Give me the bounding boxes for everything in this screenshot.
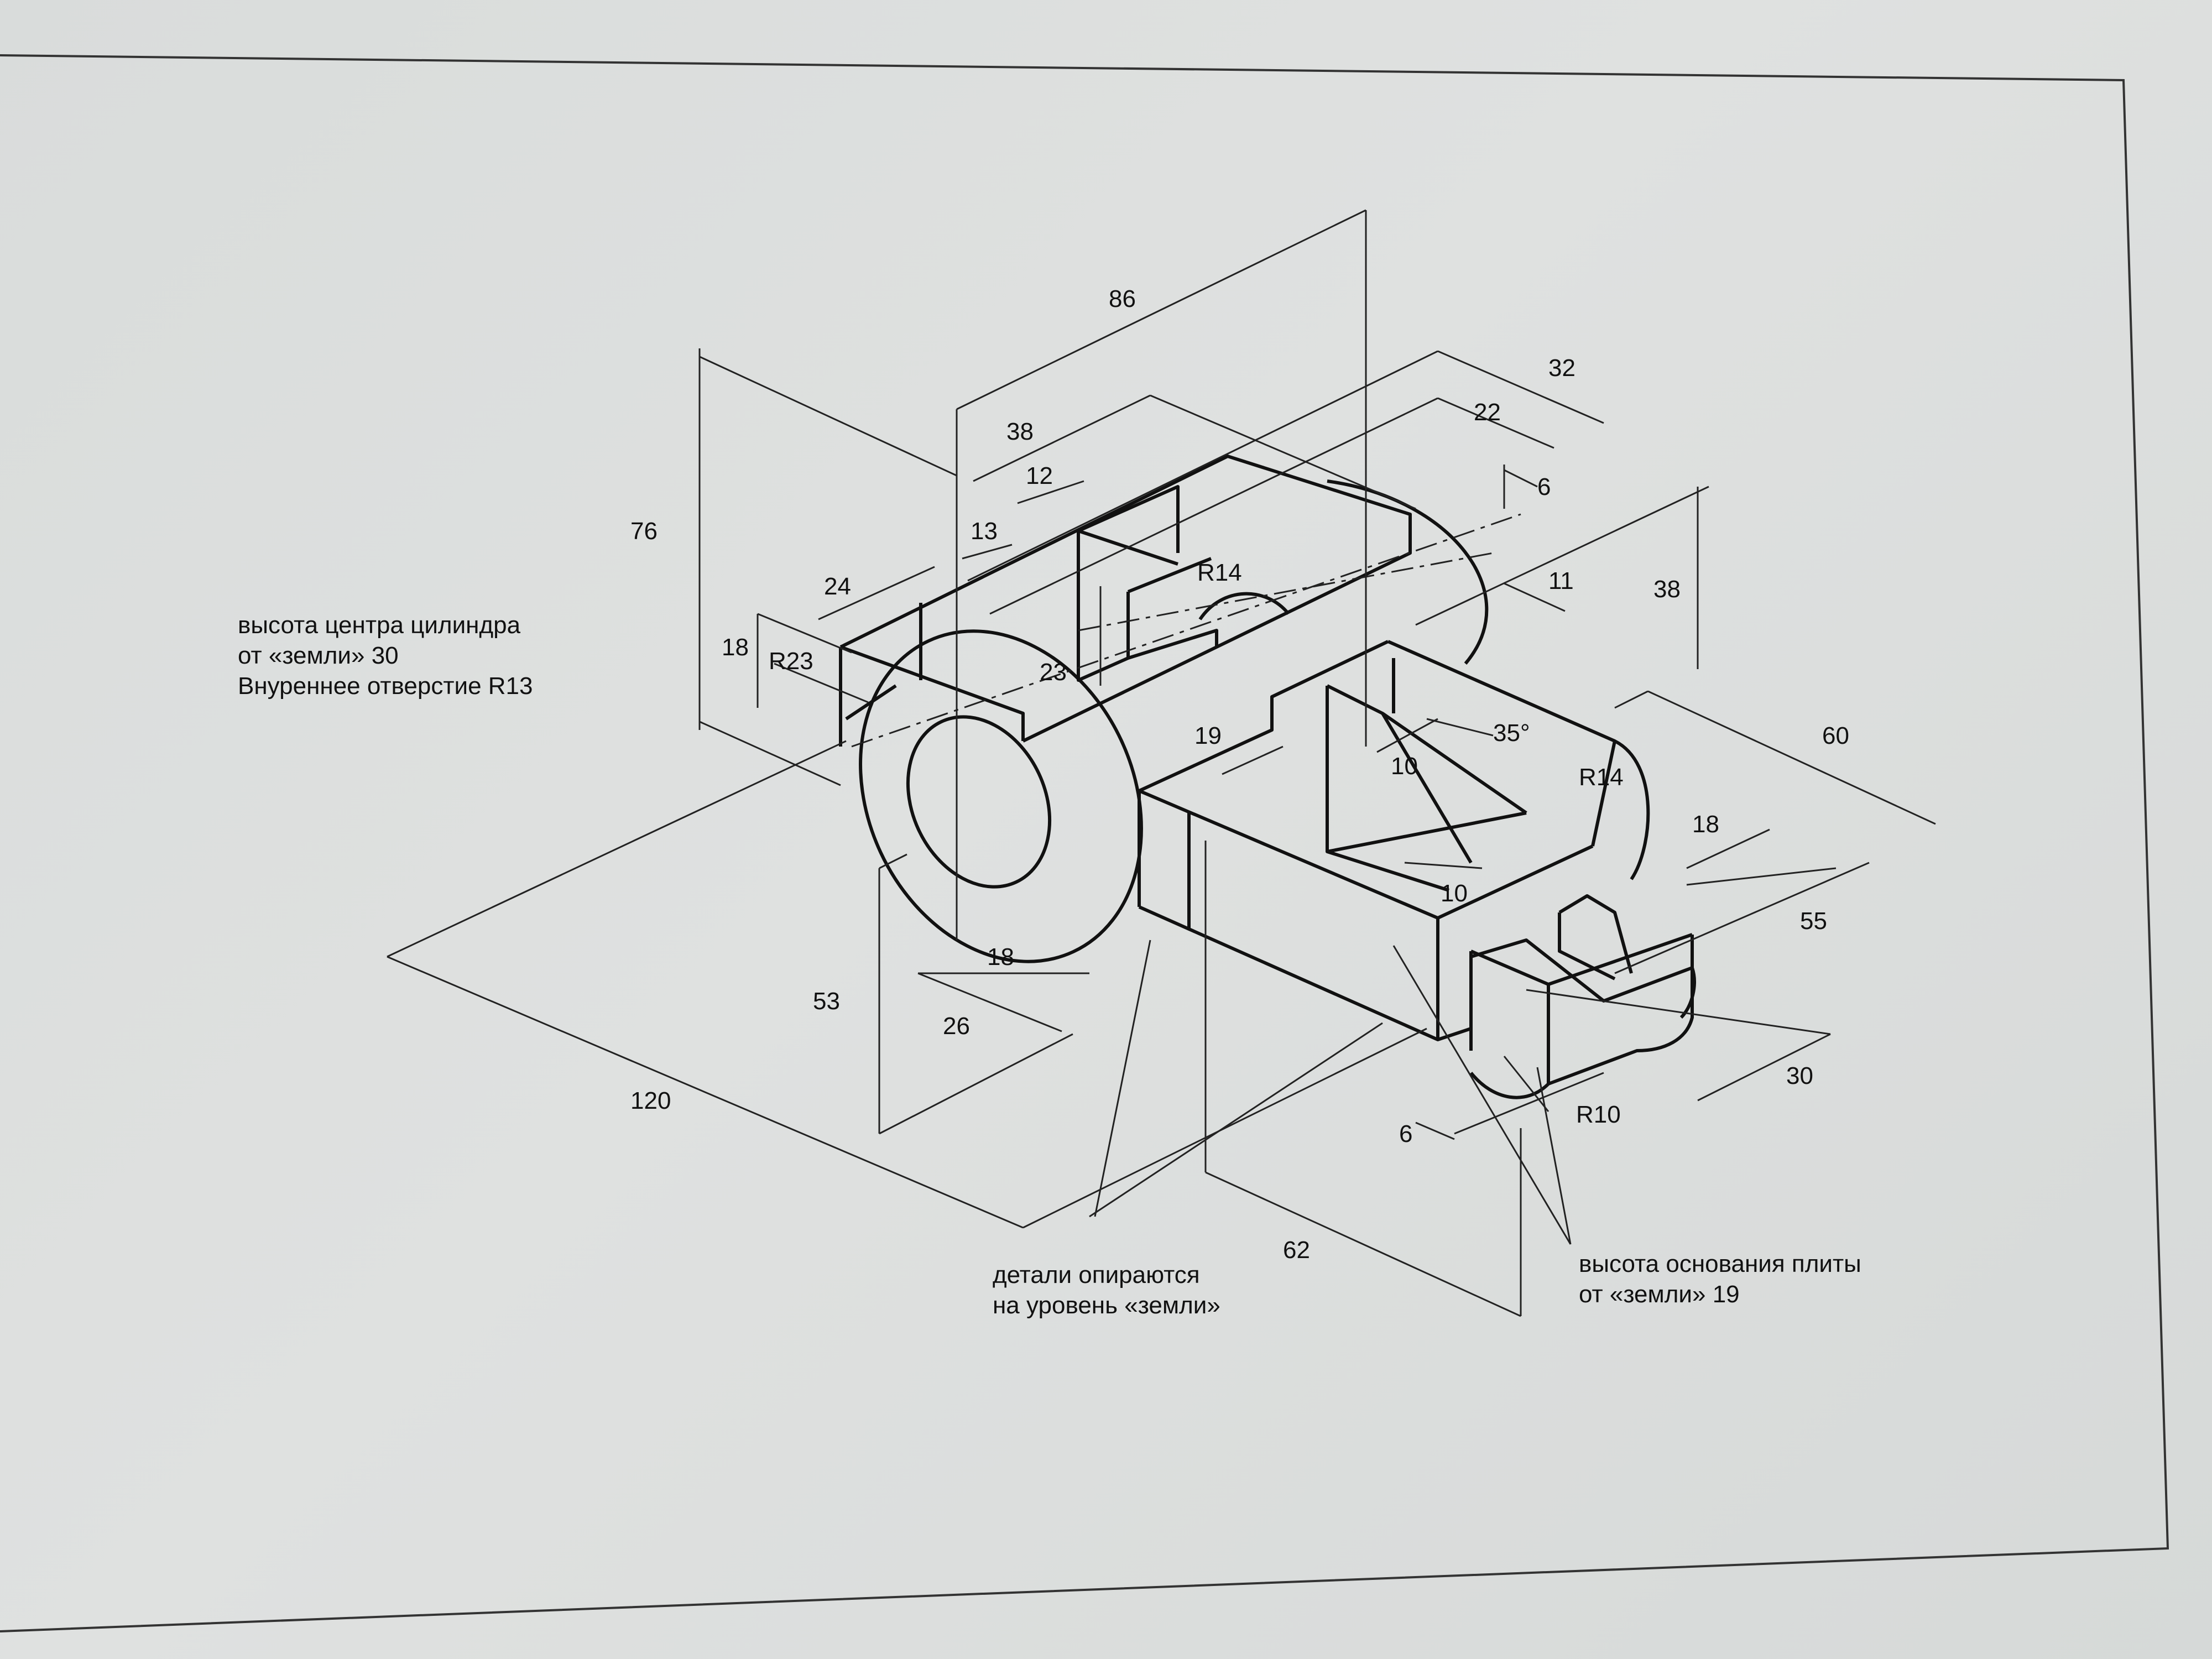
dim-R10: R10	[1576, 1101, 1621, 1128]
part-outline	[839, 455, 1696, 1099]
dim-32: 32	[1548, 354, 1575, 382]
dimension-lines	[387, 209, 1936, 1317]
dim-76: 76	[630, 518, 658, 545]
sheet-frame	[0, 54, 2169, 1632]
dim-62: 62	[1283, 1237, 1310, 1264]
dim-19: 19	[1194, 722, 1222, 749]
dim-6-top: 6	[1537, 473, 1551, 500]
dim-10-upper: 10	[1391, 753, 1418, 780]
dim-38-top: 38	[1006, 418, 1034, 445]
dim-55: 55	[1800, 907, 1827, 935]
dim-13: 13	[971, 518, 998, 545]
dim-6-bottom: 6	[1399, 1120, 1412, 1147]
dim-30: 30	[1786, 1062, 1813, 1089]
dim-38-right: 38	[1653, 576, 1681, 603]
dim-24: 24	[824, 573, 851, 600]
dim-23: 23	[1040, 659, 1067, 686]
dim-10-lower: 10	[1441, 880, 1468, 907]
dim-26: 26	[943, 1013, 970, 1040]
dim-60: 60	[1822, 722, 1849, 749]
note-ground-line-1: детали опираются	[993, 1261, 1200, 1288]
note-ground-line-2: на уровень «земли»	[993, 1292, 1220, 1319]
dim-R23: R23	[769, 648, 813, 675]
note-cylinder-line-2: от «земли» 30	[238, 642, 399, 669]
dimension-labels: 86 32 22 6 38 12 13 24 76 18 R23 R14 23 …	[630, 285, 1849, 1264]
dim-R14-top: R14	[1197, 559, 1242, 586]
note-cylinder-line-1: высота центра цилиндра	[238, 612, 521, 639]
note-plate: высота основания плиты от «земли» 19	[1579, 1250, 1861, 1308]
dim-86: 86	[1109, 285, 1136, 312]
dim-R14-right: R14	[1579, 764, 1624, 791]
dim-18-bottom: 18	[987, 943, 1014, 971]
dim-11: 11	[1548, 567, 1574, 594]
dim-18-right: 18	[1692, 811, 1719, 838]
dim-35-deg: 35°	[1493, 719, 1530, 747]
note-plate-line-2: от «земли» 19	[1579, 1281, 1740, 1308]
note-plate-line-1: высота основания плиты	[1579, 1250, 1861, 1277]
dim-120: 120	[630, 1087, 671, 1114]
note-ground: детали опираются на уровень «земли»	[993, 1261, 1220, 1319]
note-cylinder: высота центра цилиндра от «земли» 30 Вну…	[238, 612, 533, 700]
dim-18-left: 18	[722, 634, 749, 661]
dim-12: 12	[1026, 462, 1053, 489]
dim-53: 53	[813, 988, 840, 1015]
note-cylinder-line-3: Внуреннее отверстие R13	[238, 672, 533, 700]
dim-22: 22	[1474, 399, 1501, 426]
